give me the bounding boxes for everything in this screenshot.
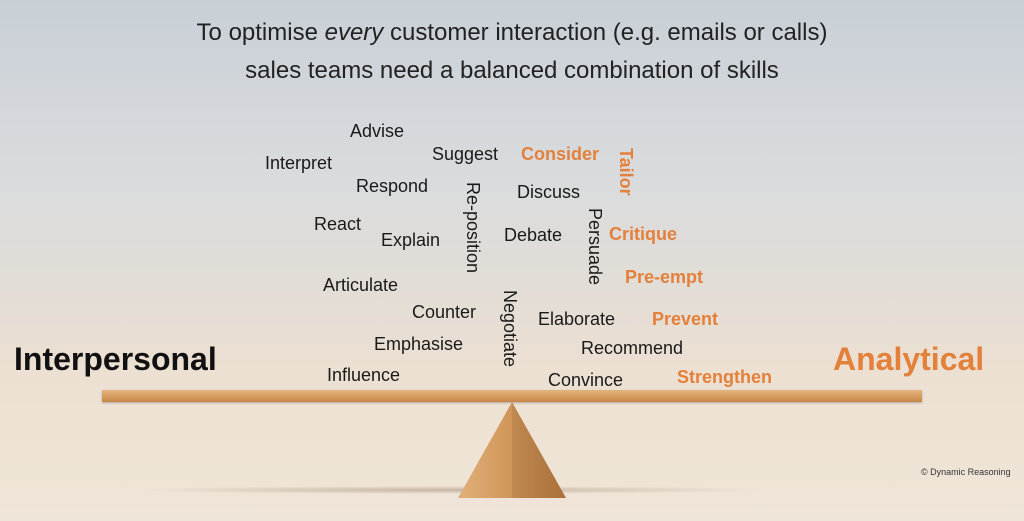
word-tailor: Tailor [616, 148, 636, 196]
word-critique: Critique [609, 224, 678, 244]
label-interpersonal: Interpersonal [14, 341, 217, 377]
word-explain: Explain [381, 230, 441, 250]
ground-shadow [130, 486, 770, 494]
word-debate: Debate [504, 225, 563, 245]
word-persuade: Persuade [585, 208, 605, 286]
word-counter: Counter [412, 302, 477, 322]
seesaw-plank [102, 390, 922, 402]
label-analytical: Analytical [833, 341, 985, 377]
fulcrum-triangle [458, 402, 566, 498]
word-recommend: Recommend [581, 338, 684, 358]
word-respond: Respond [356, 176, 429, 196]
word-discuss: Discuss [517, 182, 581, 202]
word-advise: Advise [350, 121, 405, 141]
word-suggest: Suggest [432, 144, 499, 164]
headline-text-pre: To optimise [196, 19, 325, 46]
word-convince: Convince [548, 370, 624, 390]
word-articulate: Articulate [323, 275, 399, 295]
word-negotiate: Negotiate [500, 290, 520, 368]
word-reposition: Re-position [463, 182, 483, 274]
headline-text-post: customer interaction (e.g. emails or cal… [383, 19, 828, 46]
word-elaborate: Elaborate [538, 309, 616, 329]
word-influence: Influence [327, 365, 401, 385]
headline-emphasis: every [324, 19, 384, 46]
word-strengthen: Strengthen [677, 367, 773, 387]
copyright-notice: © Dynamic Reasoning [921, 467, 1011, 477]
headline-line-2: sales teams need a balanced combination … [245, 57, 779, 84]
word-react: React [314, 214, 362, 234]
word-emphasise: Emphasise [374, 334, 464, 354]
word-interpret: Interpret [265, 153, 333, 173]
word-preempt: Pre-empt [625, 267, 704, 287]
headline-line-1: To optimise every customer interaction (… [0, 16, 1024, 50]
word-prevent: Prevent [652, 309, 719, 329]
word-consider: Consider [521, 144, 600, 164]
